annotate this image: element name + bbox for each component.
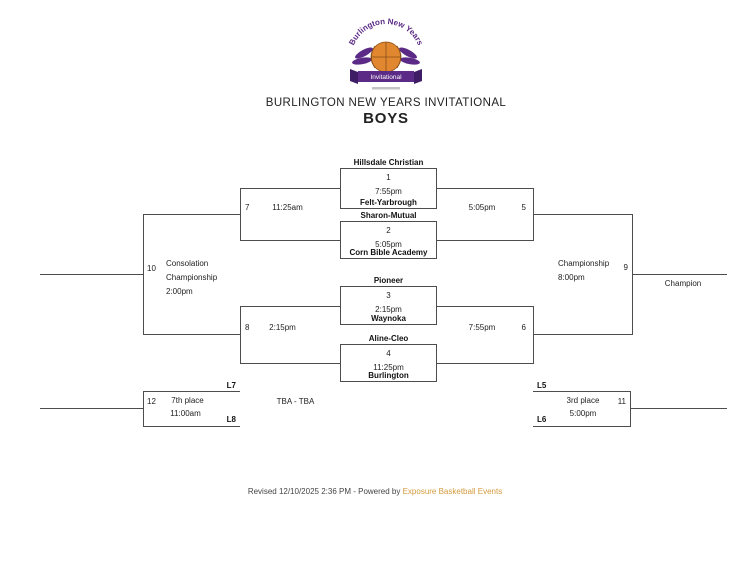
bracket-line xyxy=(240,188,340,189)
ribbon-text: Invitational xyxy=(370,74,402,81)
bracket-line xyxy=(143,391,240,392)
tournament-logo: Burlington New Years Invitational xyxy=(336,12,436,94)
game-9-number: 9 xyxy=(623,263,628,272)
game-2-box: Sharon-Mutual 2 5:05pm Corn Bible Academ… xyxy=(340,211,437,259)
game-6-number: 6 xyxy=(521,323,526,332)
bracket-line xyxy=(40,274,143,275)
game-3-top-team: Pioneer xyxy=(373,276,404,285)
division-title: BOYS xyxy=(363,110,409,127)
basketball-icon xyxy=(370,41,402,73)
game-4-number: 4 xyxy=(386,349,391,358)
game-4-top-team: Aline-Cleo xyxy=(368,334,409,343)
third-place-label: 3rd place xyxy=(566,396,600,405)
bracket-line xyxy=(143,214,144,335)
game-6-time: 7:55pm xyxy=(468,323,496,332)
game-5-time: 5:05pm xyxy=(468,203,496,212)
game-1-top-team: Hillsdale Christian xyxy=(353,158,424,167)
game-3-time: 2:15pm xyxy=(375,305,402,314)
game-8-number: 8 xyxy=(245,323,250,332)
bracket-line xyxy=(437,363,533,364)
championship-label: Championship xyxy=(558,259,610,268)
bracket-line xyxy=(40,408,143,409)
game-1-box: Hillsdale Christian 1 7:55pm Felt-Yarbro… xyxy=(340,158,437,209)
game-12-top-seed: L7 xyxy=(226,381,236,390)
champion-label: Champion xyxy=(664,279,702,288)
bracket-line xyxy=(533,391,630,392)
bracket-line xyxy=(143,334,240,335)
game-3-bottom-team: Waynoka xyxy=(371,314,406,323)
game-11-time: 5:00pm xyxy=(569,409,597,418)
consolation-label-line2: Championship xyxy=(166,273,218,282)
revised-timestamp: Revised 12/10/2025 2:36 PM - Powered by xyxy=(247,487,403,496)
bracket-line xyxy=(437,240,533,241)
laurel-wings-icon xyxy=(352,47,420,65)
bracket-line xyxy=(437,306,533,307)
bracket-line xyxy=(533,426,630,427)
game-11-bottom-seed: L6 xyxy=(537,415,547,424)
seventh-place-label: 7th place xyxy=(171,396,204,405)
game-10-time: 2:00pm xyxy=(166,287,193,296)
footer: Revised 12/10/2025 2:36 PM - Powered by … xyxy=(0,487,750,496)
game-4-time: 11:25pm xyxy=(373,363,404,372)
exposure-events-link[interactable]: Exposure Basketball Events xyxy=(402,487,503,496)
bracket-line xyxy=(143,391,144,427)
bracket-line xyxy=(533,306,534,364)
game-10-number: 10 xyxy=(147,264,156,273)
consolation-label-line1: Consolation xyxy=(166,259,209,268)
game-7-time: 11:25am xyxy=(272,203,303,212)
bracket-line xyxy=(240,188,241,241)
game-12-number: 12 xyxy=(147,397,156,406)
bracket-line xyxy=(240,363,340,364)
bracket-line xyxy=(143,214,240,215)
bracket-line xyxy=(240,240,340,241)
bracket-line xyxy=(533,334,632,335)
game-12-time: 11:00am xyxy=(170,409,201,418)
game-7-number: 7 xyxy=(245,203,250,212)
bracket-line xyxy=(533,214,632,215)
tba-label: TBA - TBA xyxy=(276,397,315,406)
game-1-bottom-team: Felt-Yarbrough xyxy=(360,198,417,207)
invitational-ribbon: Invitational xyxy=(350,69,422,84)
game-3-box: Pioneer 3 2:15pm Waynoka xyxy=(340,276,437,325)
game-9-time: 8:00pm xyxy=(558,273,585,282)
bracket-line xyxy=(240,306,241,364)
game-2-number: 2 xyxy=(386,226,391,235)
game-12-bottom-seed: L8 xyxy=(226,415,236,424)
bracket-line xyxy=(437,188,533,189)
bracket-line xyxy=(630,408,727,409)
tournament-logo-graphic: Burlington New Years Invitational xyxy=(347,17,425,90)
game-2-time: 5:05pm xyxy=(375,240,402,249)
game-11-top-seed: L5 xyxy=(537,381,547,390)
game-4-box: Aline-Cleo 4 11:25pm Burlington xyxy=(340,334,437,382)
sponsor-text-bar xyxy=(372,87,400,90)
game-1-time: 7:55pm xyxy=(375,187,402,196)
game-2-top-team: Sharon-Mutual xyxy=(360,211,417,220)
bracket-line xyxy=(240,306,340,307)
game-1-number: 1 xyxy=(386,173,391,182)
bracket-line xyxy=(630,391,631,427)
bracket-line xyxy=(632,274,727,275)
game-4-bottom-team: Burlington xyxy=(368,371,409,380)
bracket-line xyxy=(143,426,240,427)
game-8-time: 2:15pm xyxy=(269,323,296,332)
game-5-number: 5 xyxy=(521,203,526,212)
game-11-number: 11 xyxy=(617,397,626,406)
game-2-bottom-team: Corn Bible Academy xyxy=(349,248,428,257)
tournament-title: BURLINGTON NEW YEARS INVITATIONAL xyxy=(265,97,507,109)
game-3-number: 3 xyxy=(386,291,391,300)
